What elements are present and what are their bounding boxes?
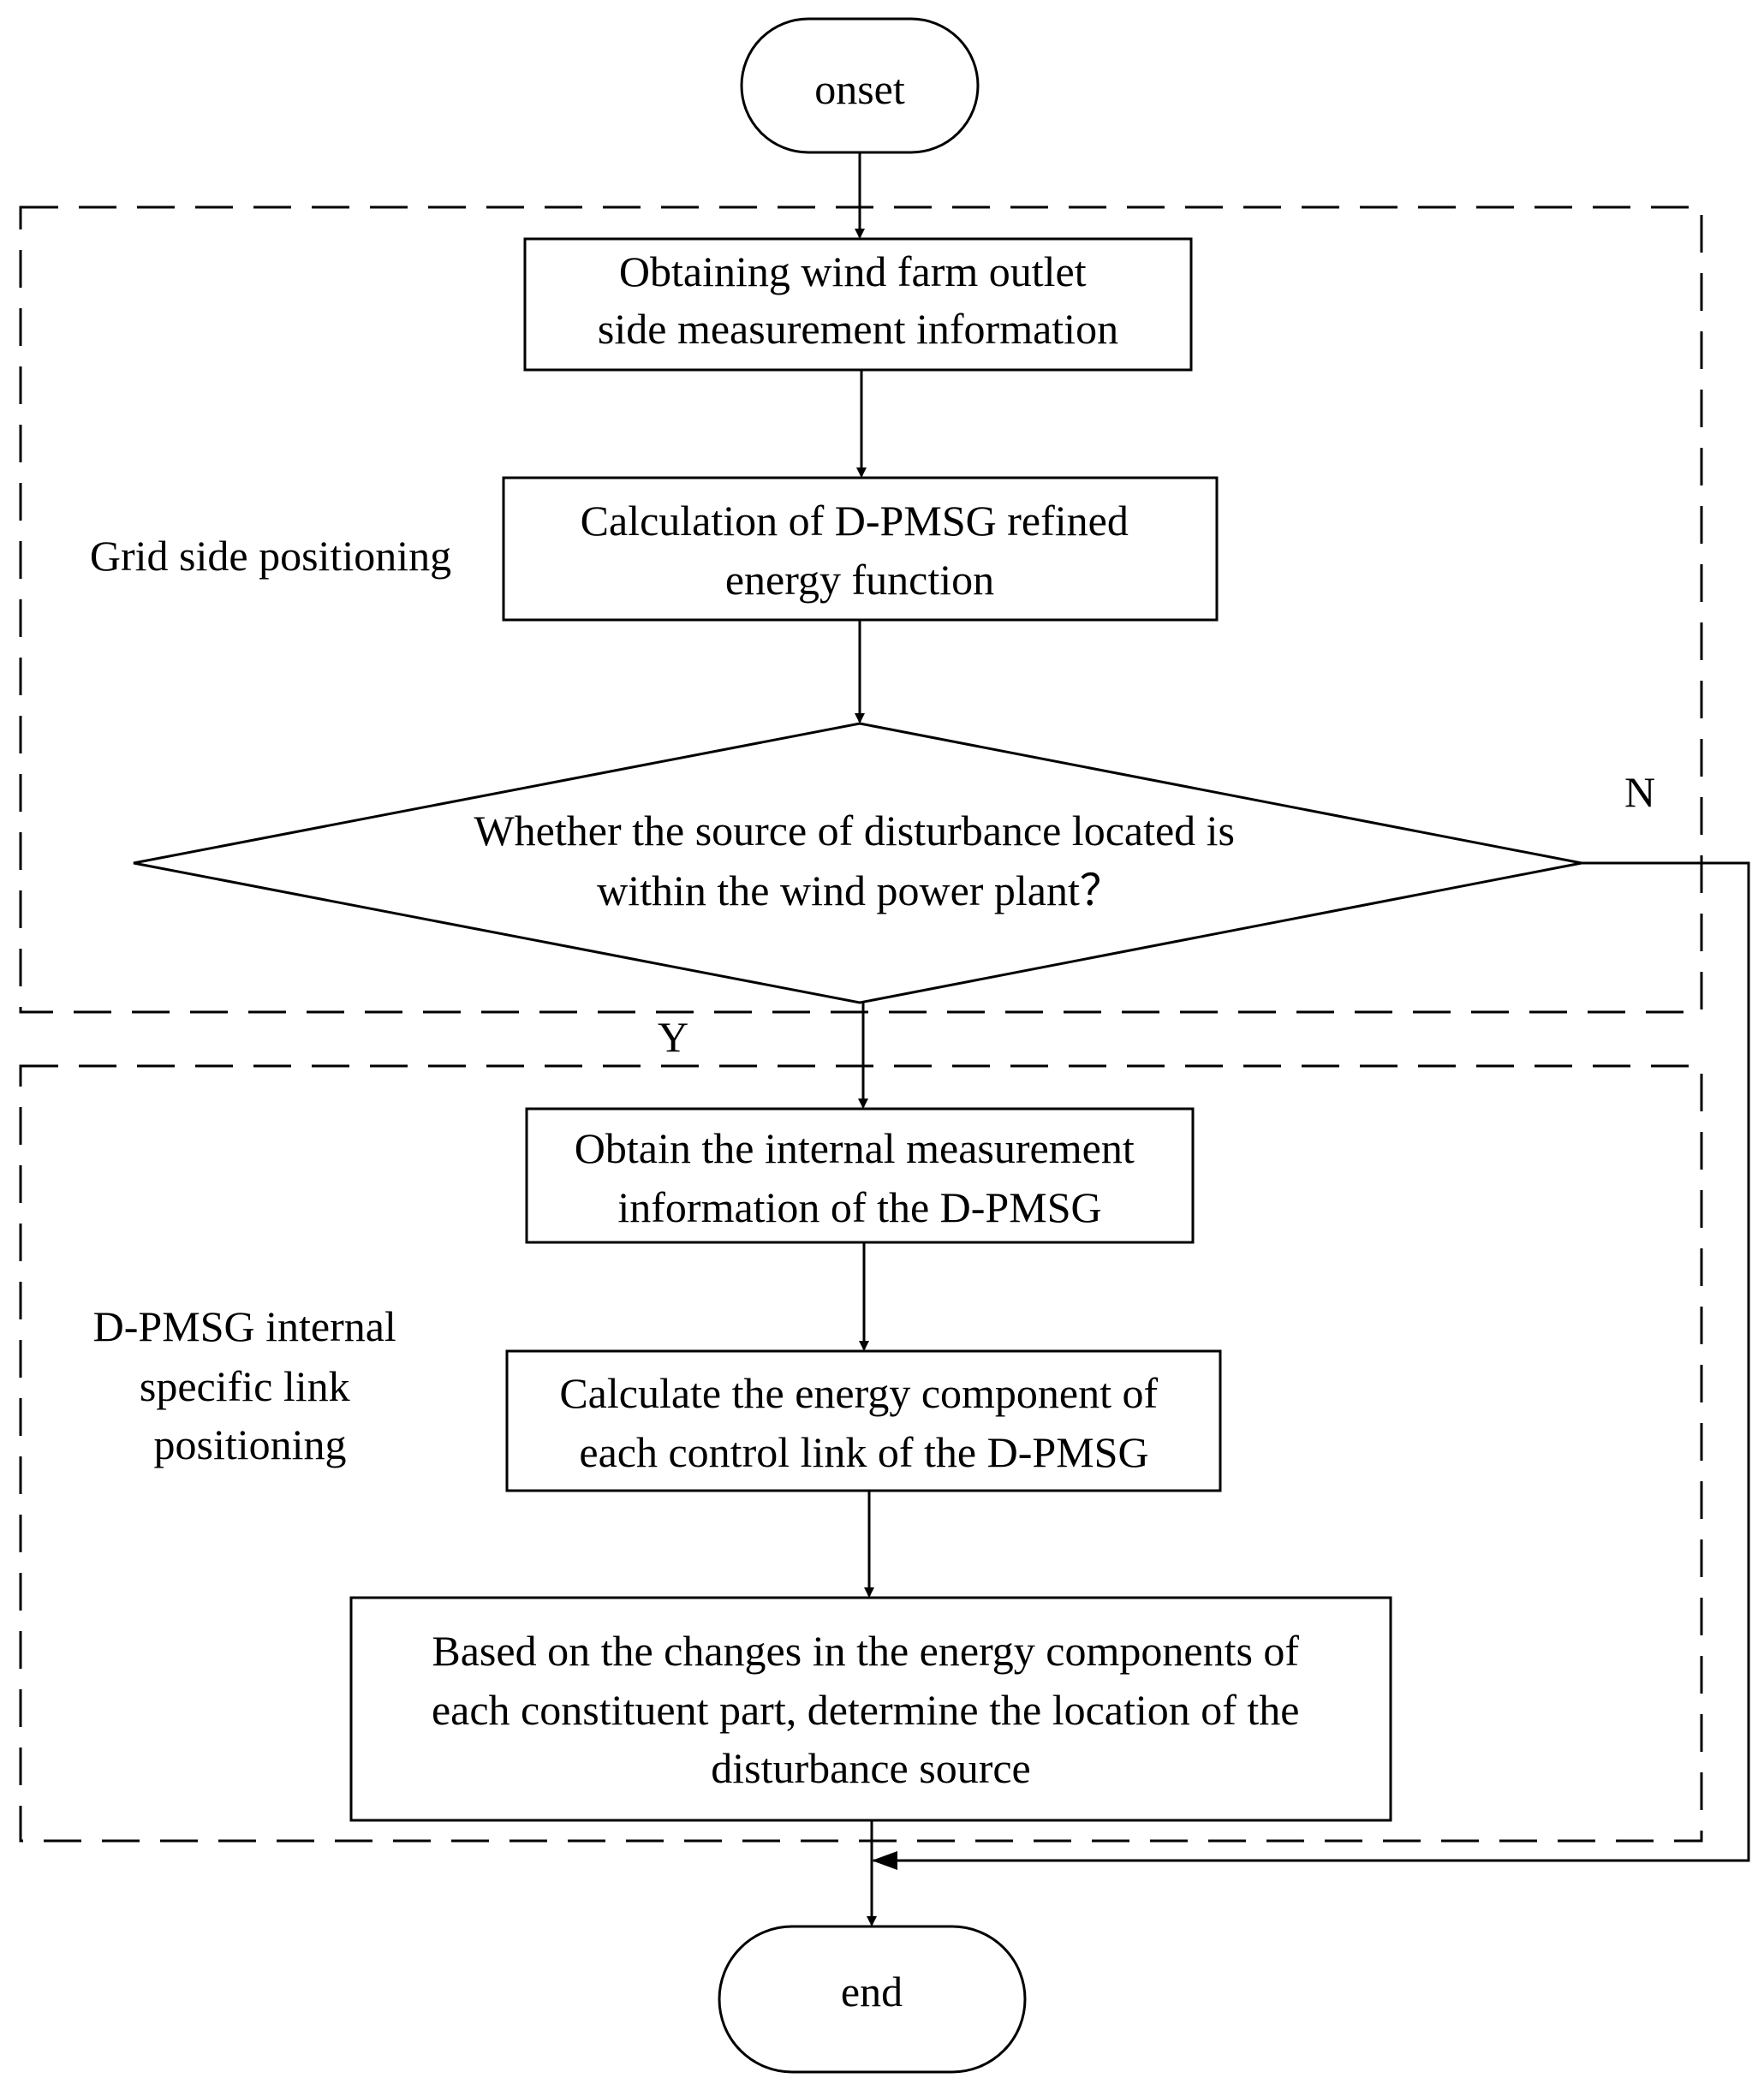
- step-energy-component-label: Calculate the energy component of each c…: [559, 1369, 1168, 1476]
- step-obtain-outlet-info: [523, 237, 1193, 372]
- grid-side-group-label: Grid side positioning: [90, 532, 451, 580]
- end-terminal: [718, 1925, 1027, 2074]
- start-label: onset: [814, 65, 905, 113]
- decision-diamond: [133, 722, 1582, 1004]
- step-determine-location-label: Based on the changes in the energy compo…: [432, 1627, 1310, 1792]
- arrow-decision-no-to-end: [872, 861, 1750, 1870]
- step-internal-measurement-label: Obtain the internal measurement informat…: [575, 1124, 1145, 1231]
- step-energy-function-label: Calculation of D-PMSG refined energy fun…: [581, 497, 1140, 604]
- end-label: end: [841, 1968, 903, 2016]
- step-energy-function: [502, 476, 1219, 622]
- internal-group-frame: [19, 1064, 1703, 1843]
- yes-branch-label: Y: [658, 1013, 688, 1061]
- step-obtain-outlet-info-label: Obtaining wind farm outlet side measurem…: [598, 247, 1118, 353]
- step-internal-measurement: [525, 1107, 1195, 1244]
- decision-label: Whether the source of disturbance locate…: [474, 807, 1245, 914]
- no-branch-label: N: [1624, 768, 1655, 816]
- internal-group-label: D-PMSG internal specific link positionin…: [93, 1302, 408, 1468]
- step-determine-location: [349, 1596, 1392, 1822]
- step-energy-component: [505, 1349, 1222, 1492]
